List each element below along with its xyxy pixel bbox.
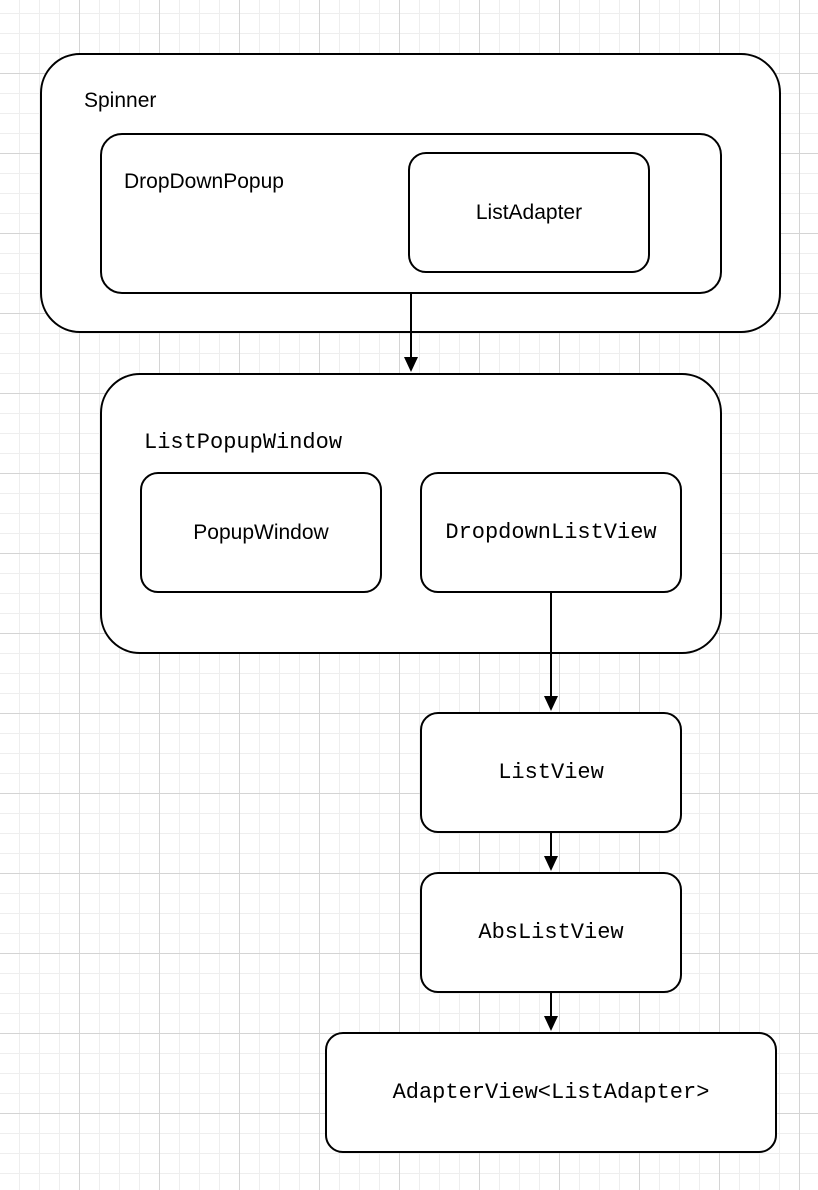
dropdown-list-view-box: DropdownListView [420,472,682,593]
popup-window-box: PopupWindow [140,472,382,593]
dropdown-popup-label: DropDownPopup [124,170,284,193]
adapter-view-label: AdapterView<ListAdapter> [392,1080,710,1105]
list-view-box: ListView [420,712,682,833]
popup-window-label: PopupWindow [193,520,329,544]
abs-list-view-label: AbsListView [478,920,624,945]
list-adapter-box: ListAdapter [408,152,650,273]
edge-dropdown-popup-to-list-popup-window [404,294,418,372]
spinner-label: Spinner [84,89,157,112]
edge-dropdown-list-view-to-list-view [544,593,558,711]
edge-abs-list-view-to-adapter-view [544,993,558,1031]
abs-list-view-box: AbsListView [420,872,682,993]
list-view-label: ListView [498,760,604,785]
adapter-view-box: AdapterView<ListAdapter> [325,1032,777,1153]
list-adapter-label: ListAdapter [475,200,583,224]
edge-list-view-to-abs-list-view [544,833,558,871]
dropdown-list-view-label: DropdownListView [445,520,657,545]
list-popup-window-label: ListPopupWindow [144,430,343,455]
